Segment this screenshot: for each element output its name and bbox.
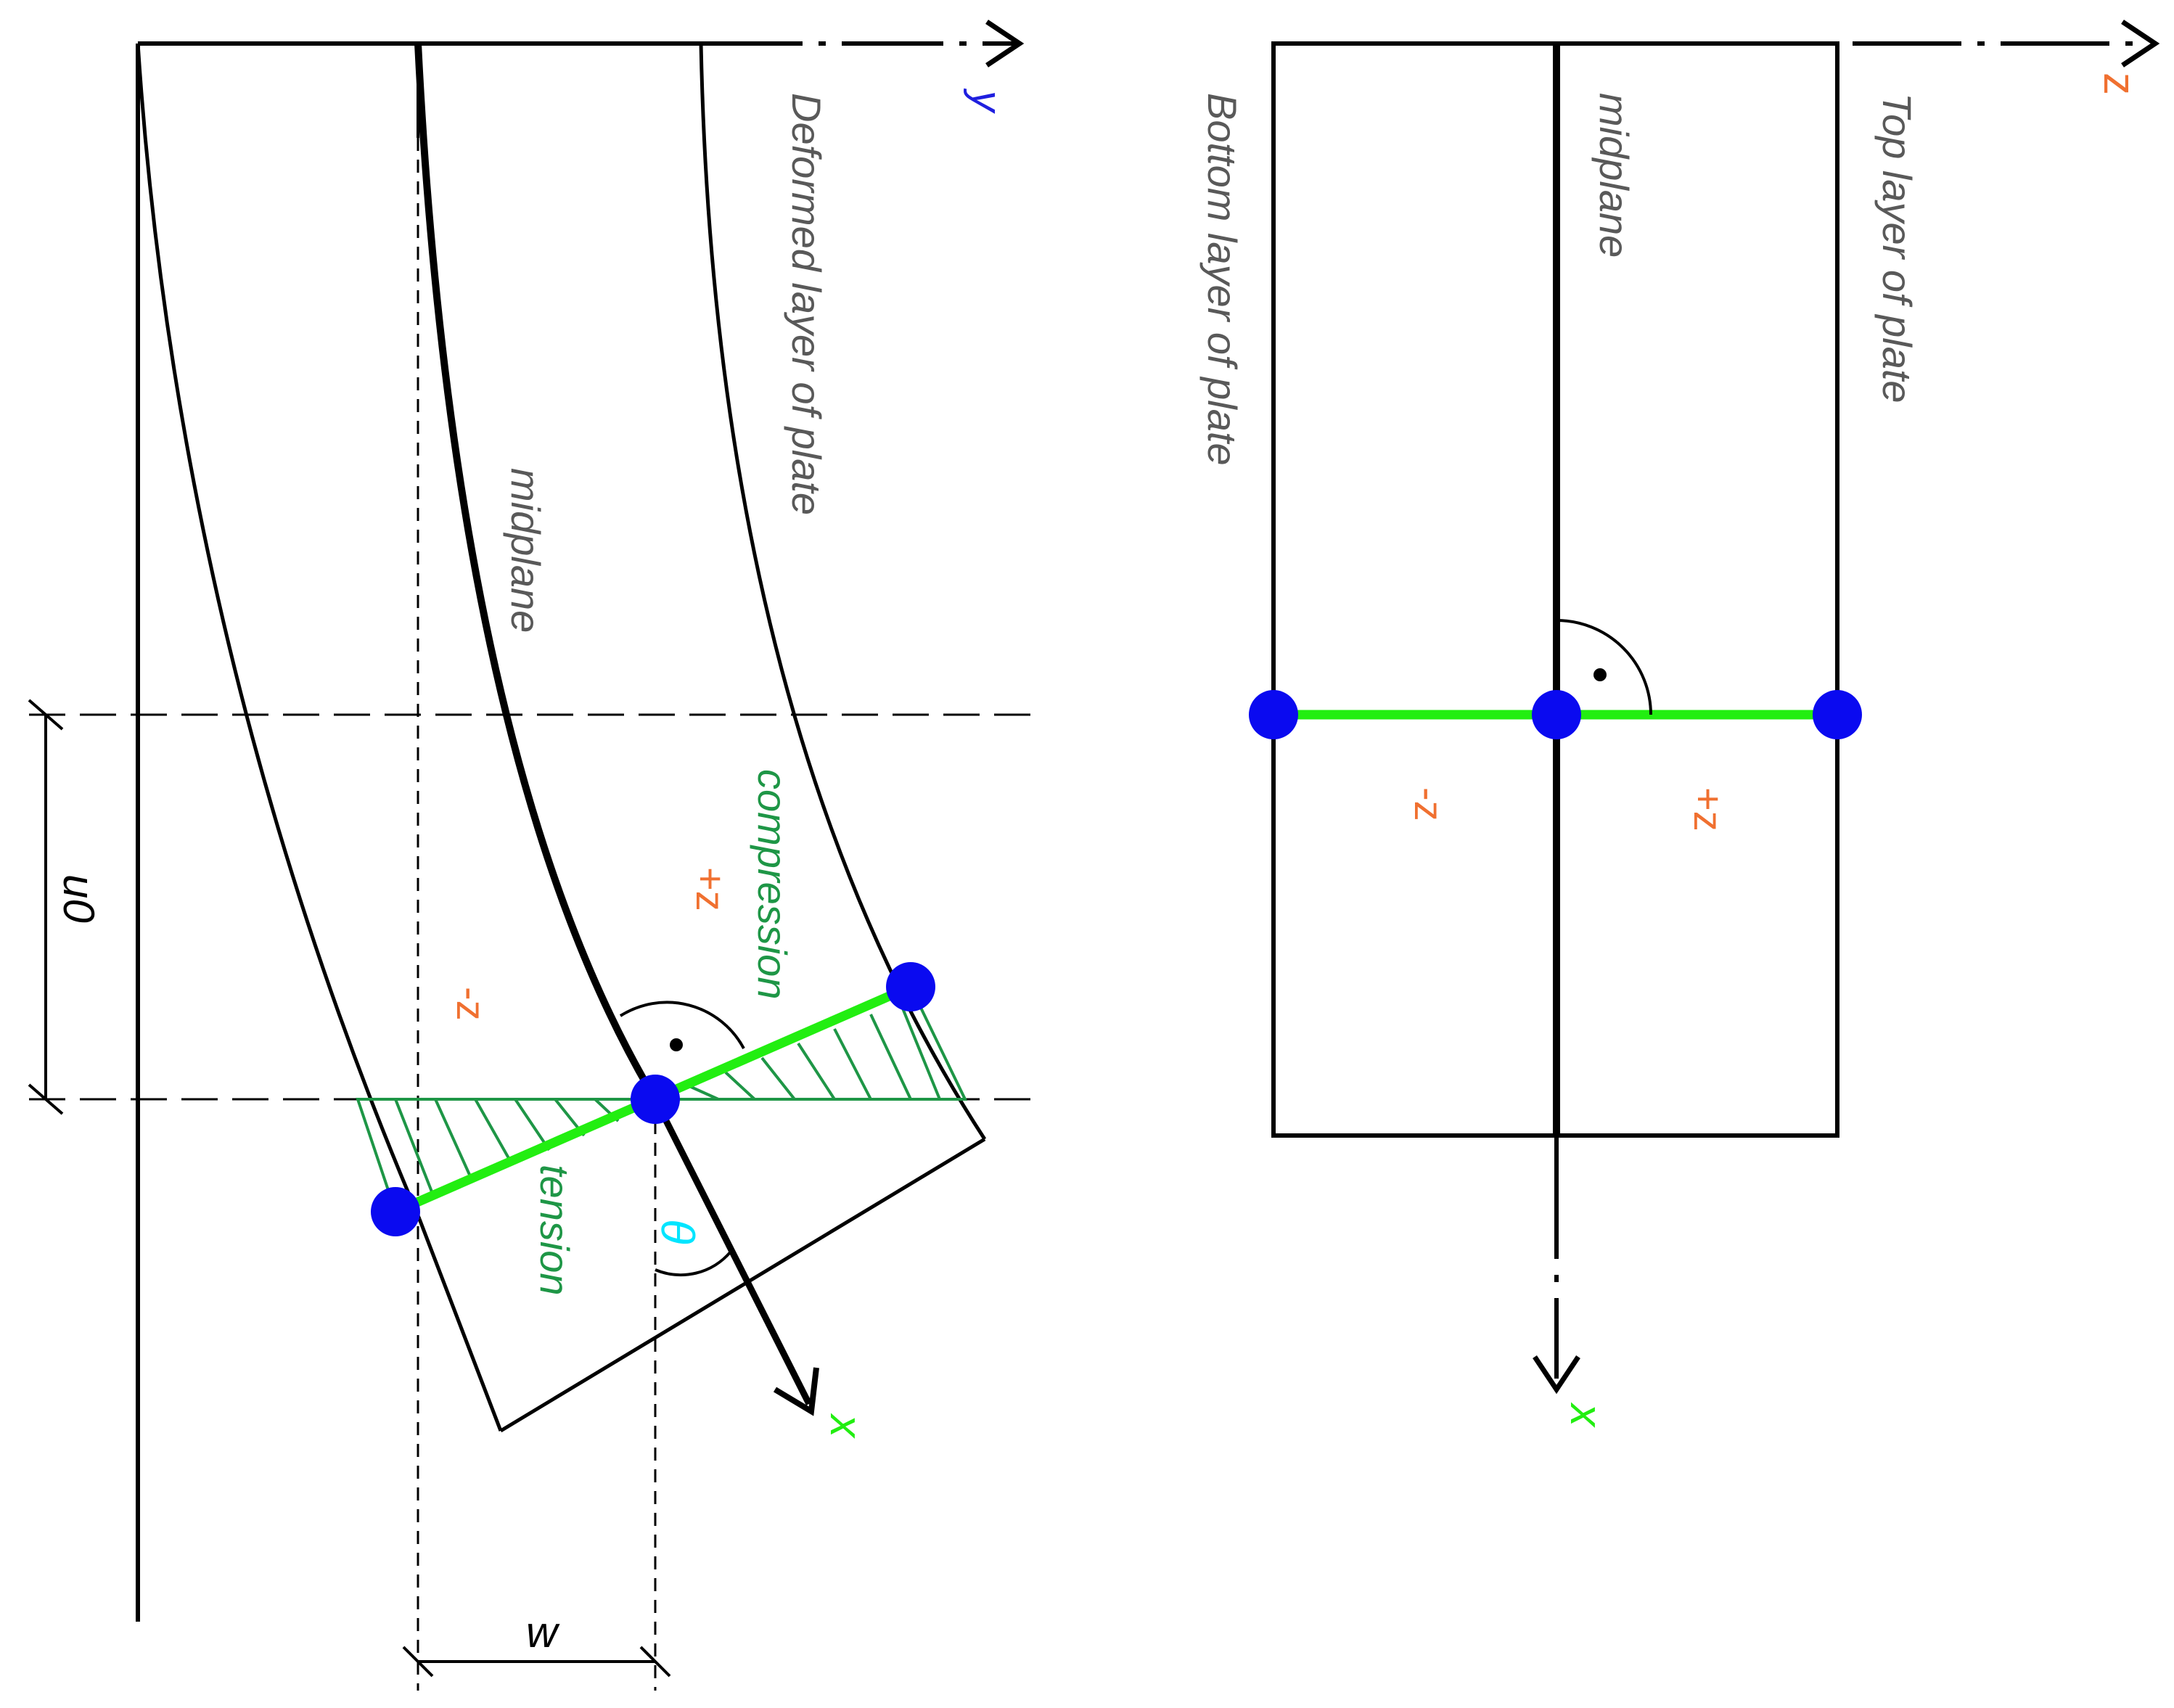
u0-dimension [28,699,64,1115]
plate-end-lower-side [417,1218,503,1432]
right-angle-arc-left [619,1001,745,1049]
deformed-bottom-layer [136,43,422,1220]
z-axis-label: z [2094,73,2144,95]
y-axis [701,20,1025,67]
right-angle-arc-right [1556,619,1652,715]
point-bottom-right [1249,690,1298,739]
right-angle-dot-left [670,1038,683,1051]
u0-label: u0 [54,874,103,923]
x-axis-label: x [821,1413,871,1439]
right-panel: x z Bottom layer of plate midplane Top l… [1199,20,2160,1428]
left-panel: y x u0 [28,20,1034,1691]
right-angle-dot-right [1593,668,1607,681]
w-dimension [402,1646,671,1678]
point-midplane-right [1532,690,1581,739]
point-midplane-left [631,1075,680,1124]
z-minus-label-left: -z [448,987,494,1021]
point-top-right [1813,690,1862,739]
point-bottom-left [371,1187,420,1236]
theta-arc [655,1250,732,1277]
w-label: w [526,1608,560,1656]
theta-label: θ [652,1219,704,1244]
z-axis-arrowhead [2121,20,2160,67]
tension-label: tension [532,1165,578,1296]
midplane-label-right: midplane [1591,93,1637,258]
y-axis-arrowhead [985,20,1025,67]
midplane-label-left: midplane [503,468,549,633]
z-minus-label-right: -z [1406,787,1452,821]
z-plus-label-right: +z [1686,787,1731,832]
point-top-left [886,962,935,1011]
x-axis-arrowhead [773,1367,819,1416]
top-layer-label: Top layer of plate [1874,93,1920,403]
bottom-layer-label: Bottom layer of plate [1199,93,1245,466]
deformed-top-layer [699,43,987,1141]
compression-label: compression [750,769,795,999]
plate-end-edge [499,1137,986,1433]
right-x-axis-label: x [1561,1402,1611,1428]
deformed-midplane [414,43,659,1101]
x-axis-line [652,1097,813,1406]
right-x-axis-arrowhead [1533,1355,1580,1395]
deformed-layer-label: Deformed layer of plate [784,93,829,515]
z-plus-label-left: +z [688,867,734,911]
y-axis-label: y [963,88,1010,114]
